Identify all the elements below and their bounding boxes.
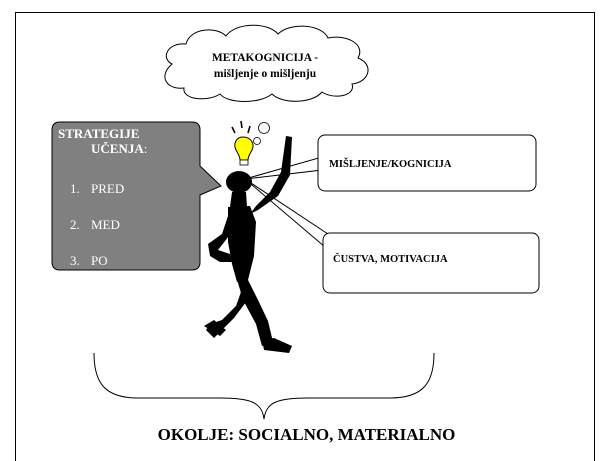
- slide-frame: [15, 12, 595, 461]
- thinking-box: [317, 134, 537, 192]
- strategies-title-colon: :: [143, 141, 148, 156]
- lightbulb-icon: [231, 120, 270, 166]
- strategy-item: 3. PO: [70, 253, 108, 268]
- strategy-item-number: 2.: [70, 217, 80, 232]
- strategy-item: 1. PRED: [70, 181, 124, 196]
- emotions-box-label: ČUSTVA, MOTIVACIJA: [333, 254, 448, 265]
- strategies-title: STRATEGIJE UČENJA:: [58, 126, 198, 156]
- thinking-box-label: MIŠLJENJE/KOGNICIJA: [329, 159, 452, 170]
- strategy-item-label: PO: [91, 253, 108, 268]
- cloud-line-1: METAKOGNICIJA -: [211, 52, 319, 64]
- cloud-text: METAKOGNICIJA - mišljenje o mišljenju: [175, 50, 355, 82]
- strategies-title-line-2: UČENJA:: [58, 141, 198, 156]
- strategy-item: 2. MED: [70, 217, 120, 232]
- environment-caption: OKOLJE: SOCIALNO, MATERIALNO: [157, 425, 456, 444]
- strategy-item-label: PRED: [91, 181, 125, 196]
- ray-to-emotions: [244, 178, 332, 248]
- cloud-line-2: mišljenje o mišljenju: [213, 68, 317, 80]
- thinking-figure: [204, 136, 292, 353]
- metacognition-cloud: [164, 24, 369, 102]
- strategy-item-number: 3.: [70, 253, 80, 268]
- environment-brace: [93, 352, 435, 420]
- strategies-bubble: [51, 121, 222, 271]
- strategy-item-label: MED: [91, 217, 120, 232]
- strategies-title-word: UČENJA: [91, 141, 144, 156]
- emotions-box: [322, 232, 540, 294]
- strategy-item-number: 1.: [70, 181, 80, 196]
- strategies-title-line-1: STRATEGIJE: [58, 126, 140, 141]
